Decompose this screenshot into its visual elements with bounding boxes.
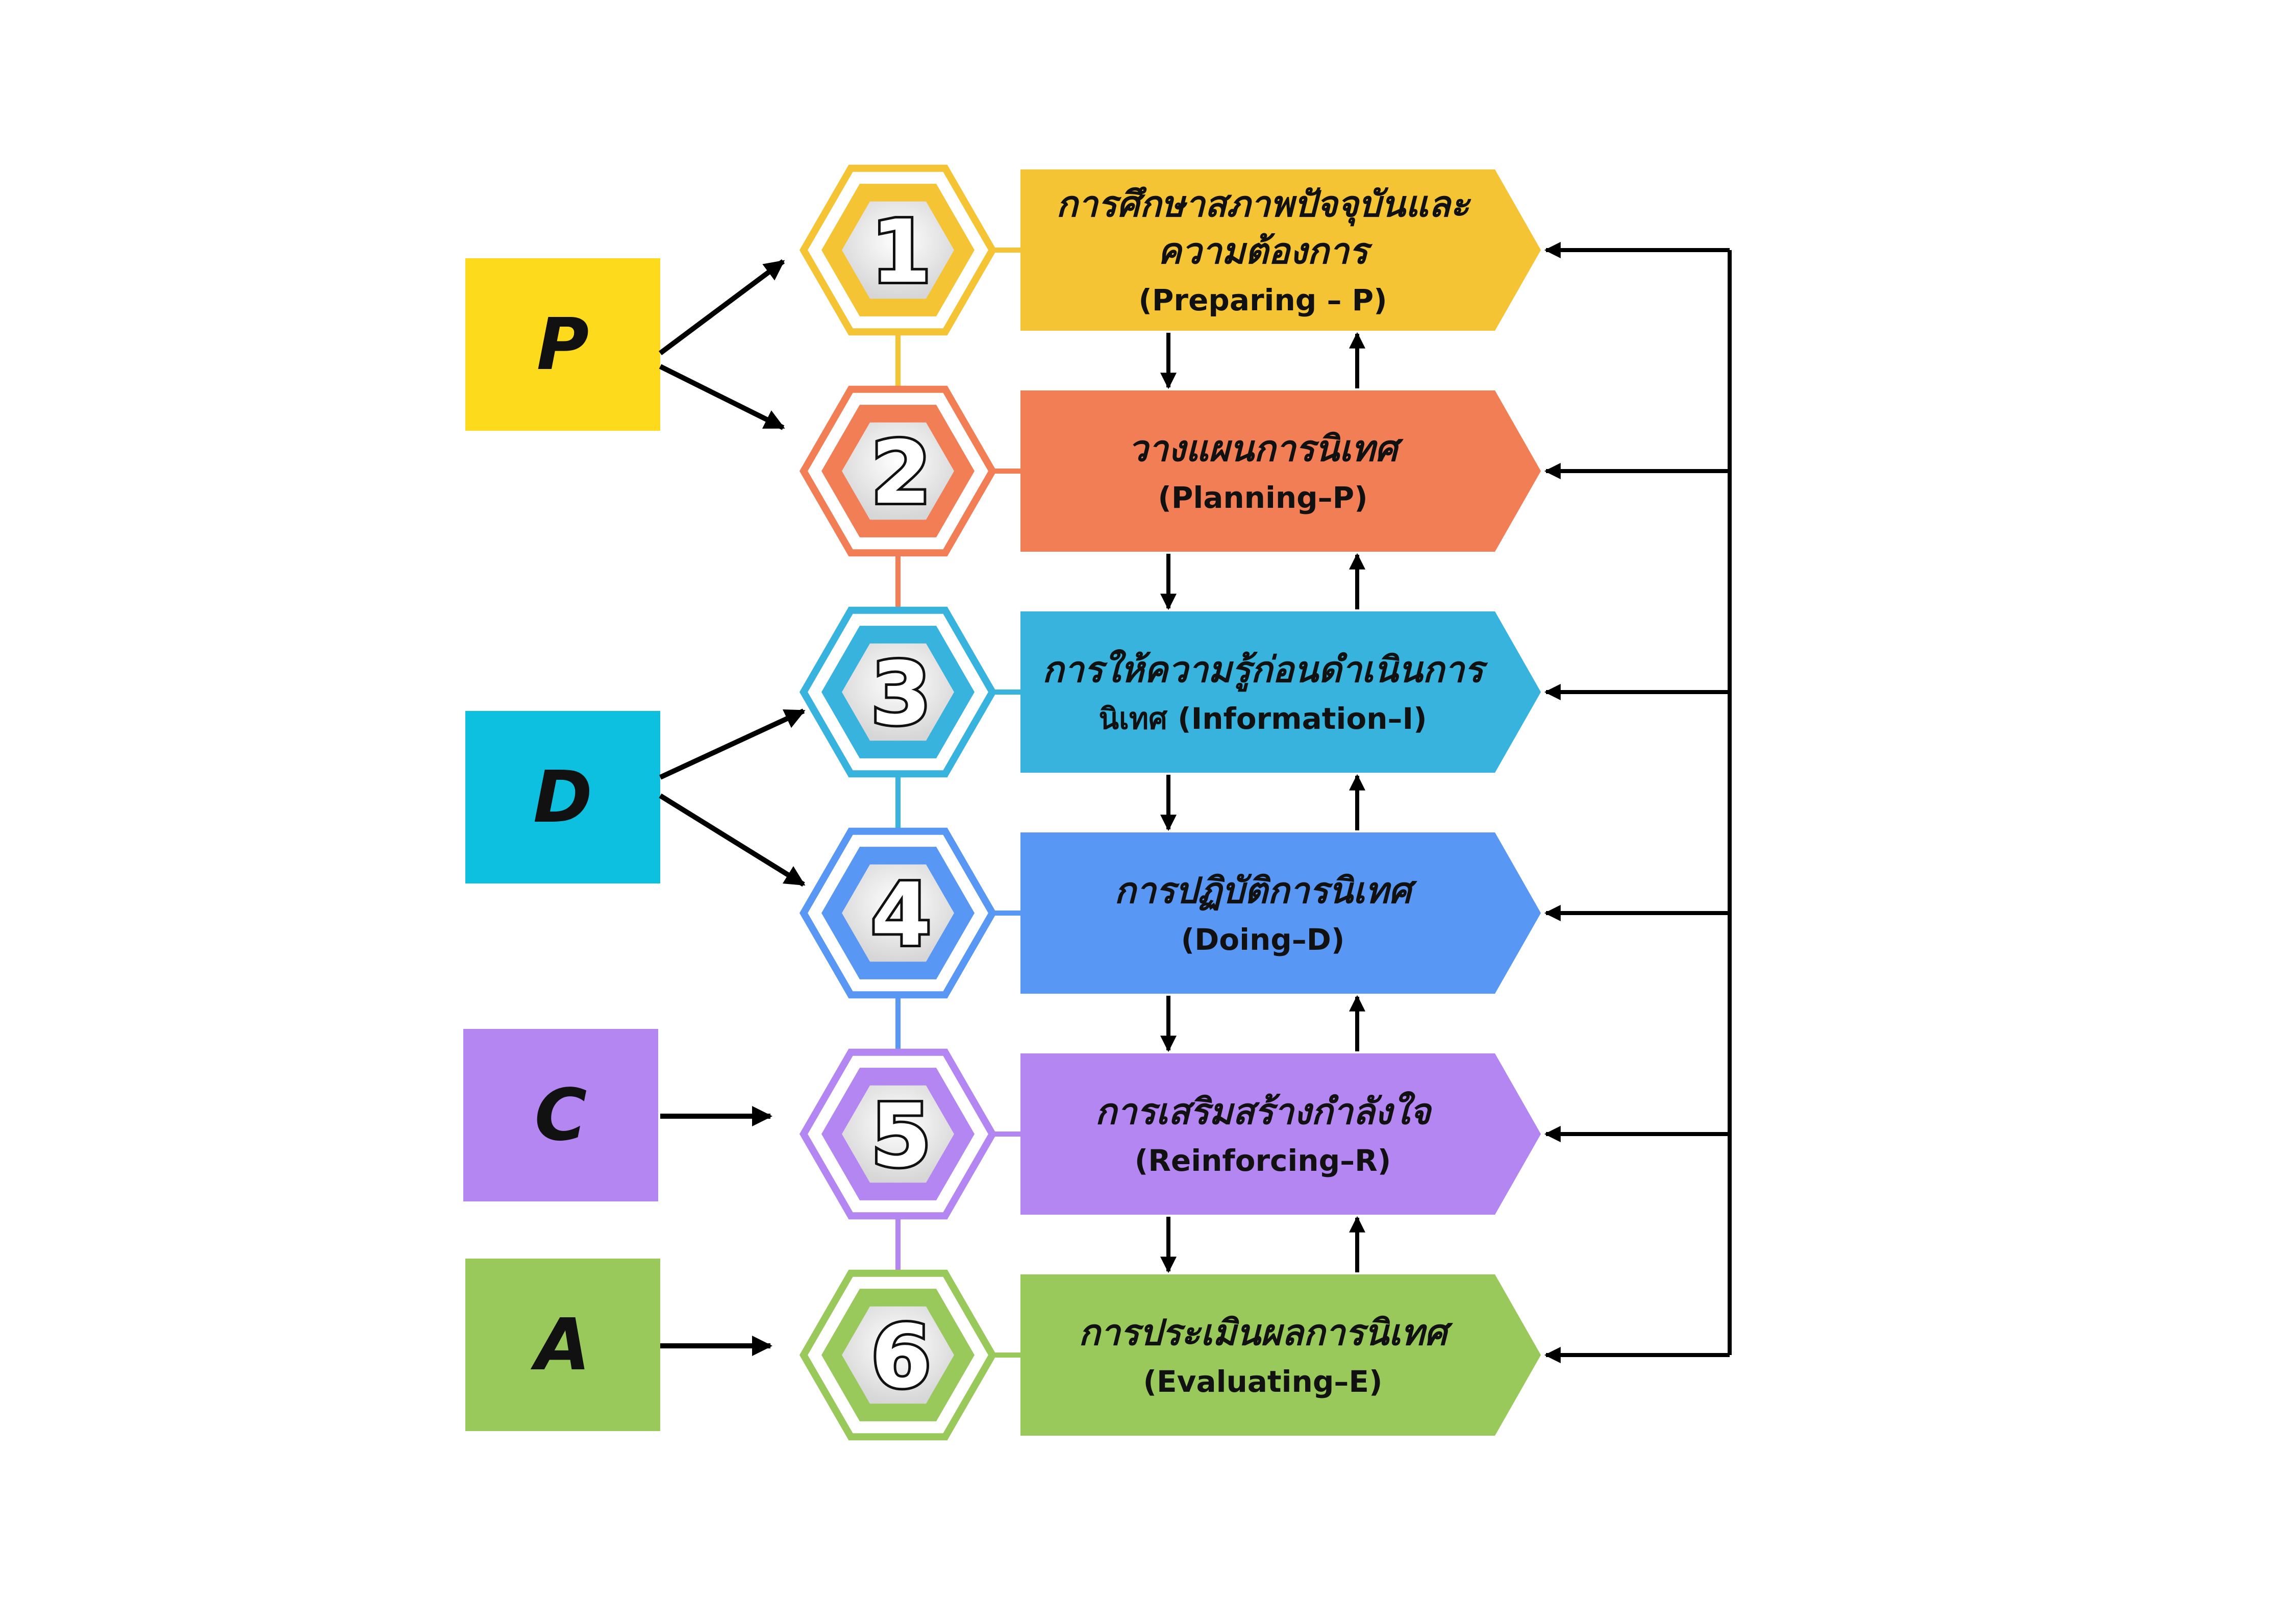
step-1-number: 1 xyxy=(871,202,931,303)
phase-box-fill xyxy=(465,1259,660,1431)
phase-box-fill xyxy=(465,711,660,883)
step-3-banner xyxy=(1020,611,1541,773)
step-3-title-line-1: การให้ความรู้ก่อนดำเนินการ xyxy=(1042,649,1488,692)
phase-box-layer: P D C A xyxy=(463,258,660,1431)
step-3-subtitle: นิเทศ (Information–I) xyxy=(1099,701,1427,736)
step-6-hexagon: 6 xyxy=(799,1269,997,1441)
step-6-title-line-1: การประเมินผลการนิเทศ xyxy=(1079,1312,1454,1354)
step-4-hexagon: 4 xyxy=(799,827,997,999)
phase-letter-c: C xyxy=(535,1074,587,1157)
hex-core xyxy=(842,201,954,299)
step-2-number: 2 xyxy=(871,423,931,524)
phase-arrow-3 xyxy=(659,708,806,780)
phase-box-a: A xyxy=(465,1259,660,1431)
phase-box-p: P xyxy=(465,258,660,431)
step-4-subtitle: (Doing–D) xyxy=(1181,922,1345,957)
phase-box-fill xyxy=(463,1029,658,1201)
step-2-hexagon: 2 xyxy=(799,385,997,557)
step-2-banner xyxy=(1020,390,1541,552)
hexagon-layer: 1 2 3 4 5 6 xyxy=(799,164,997,1441)
phase-letter-a: A xyxy=(530,1303,590,1387)
hex-core xyxy=(842,643,954,741)
hex-core xyxy=(842,1085,954,1183)
phase-letter-d: D xyxy=(533,756,592,839)
step-3-hexagon: 3 xyxy=(799,606,997,778)
step-6-subtitle: (Evaluating–E) xyxy=(1143,1364,1383,1399)
step-5-title-line-1: การเสริมสร้างกำลังใจ xyxy=(1095,1091,1432,1133)
step-5-subtitle: (Reinforcing–R) xyxy=(1135,1143,1391,1178)
hex-core xyxy=(842,422,954,520)
step-5-hexagon: 5 xyxy=(799,1048,997,1220)
phase-arrow-1 xyxy=(659,259,785,356)
step-1-hexagon: 1 xyxy=(799,164,997,336)
step-6-banner xyxy=(1020,1274,1541,1436)
phase-box-c: C xyxy=(463,1029,658,1201)
phase-box-d: D xyxy=(465,711,660,883)
step-5-banner xyxy=(1020,1053,1541,1215)
step-6-number: 6 xyxy=(871,1307,931,1408)
step-4-title-line-1: การปฏิบัติการนิเทศ xyxy=(1114,870,1418,912)
hex-core xyxy=(842,1306,954,1404)
step-2-subtitle: (Planning–P) xyxy=(1158,480,1367,515)
step-1-banner xyxy=(1020,169,1541,331)
step-4-number: 4 xyxy=(871,865,931,966)
phase-letter-p: P xyxy=(537,303,589,386)
phase-arrow-2 xyxy=(659,364,785,430)
step-5-number: 5 xyxy=(871,1086,931,1187)
step-1-title-line-1: การศึกษาสภาพปัจจุบันและ xyxy=(1056,183,1471,227)
step-1-title-line-2: ความต้องการ xyxy=(1158,230,1373,272)
phase-arrow-4 xyxy=(659,793,806,887)
step-4-banner xyxy=(1020,832,1541,994)
phase-box-fill xyxy=(465,258,660,431)
step-3-number: 3 xyxy=(871,644,931,745)
step-2-title-line-1: วางแผนการนิเทศ xyxy=(1128,428,1404,470)
arrow-layer xyxy=(659,242,1732,1363)
step-1-subtitle: (Preparing – P) xyxy=(1138,283,1387,317)
hex-core xyxy=(842,864,954,962)
